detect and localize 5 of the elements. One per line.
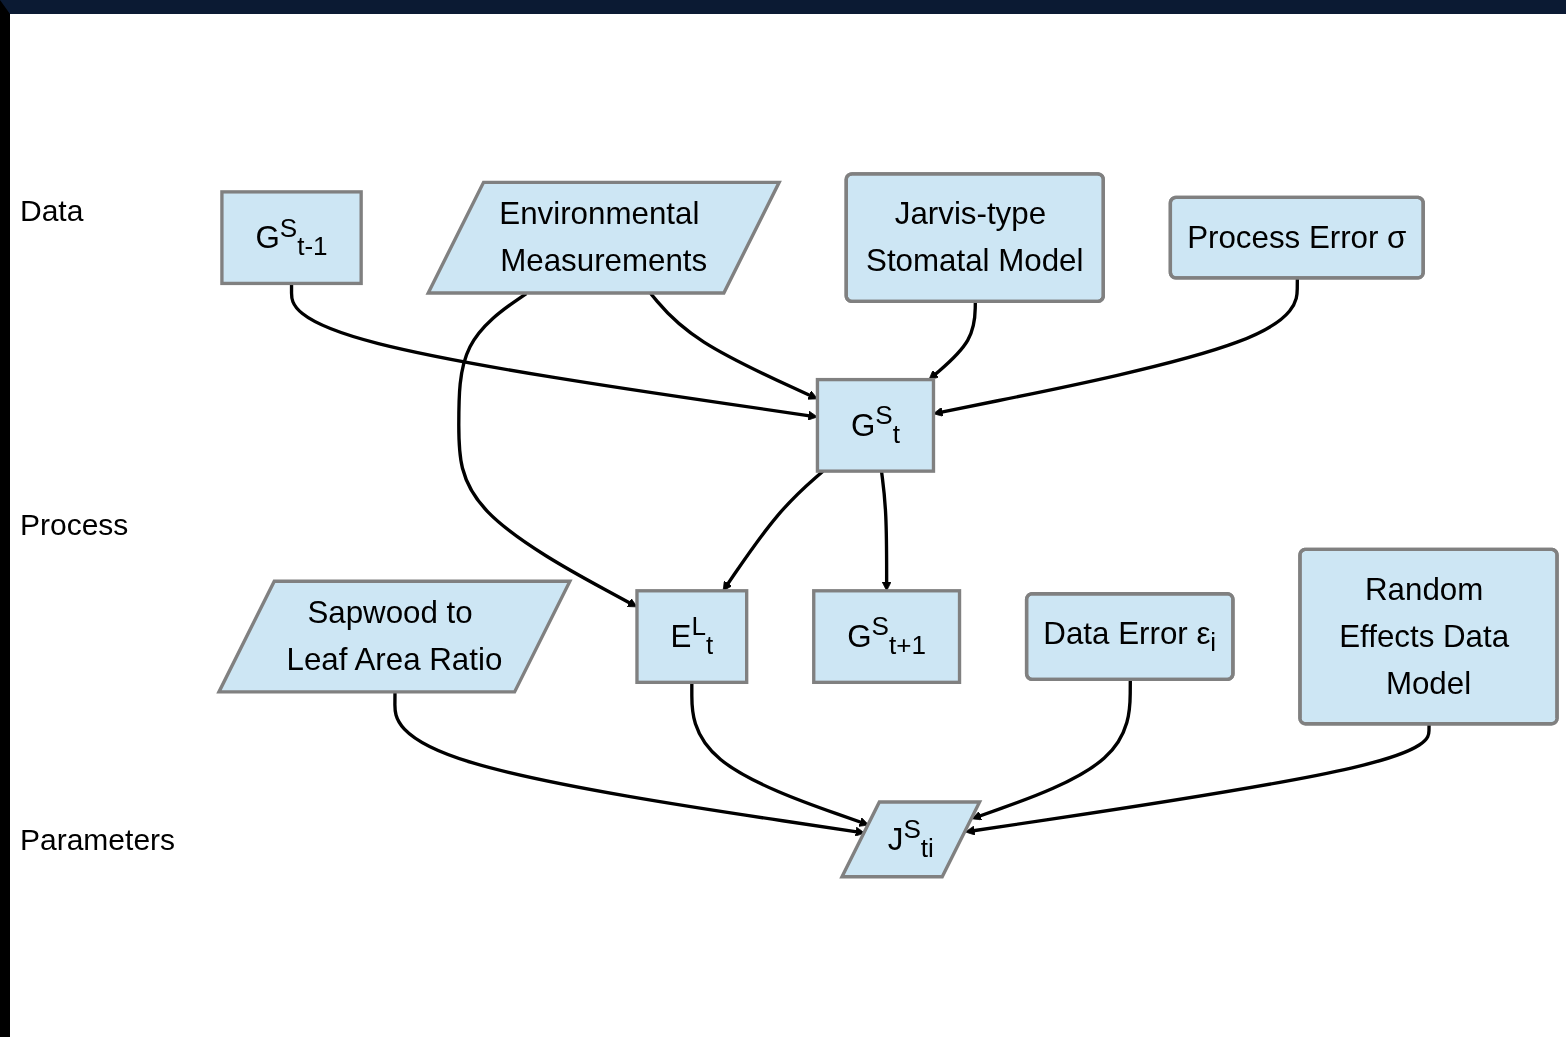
layer-label: Parameters bbox=[20, 822, 177, 857]
arrow bbox=[971, 680, 1132, 821]
arrow bbox=[928, 302, 977, 381]
layer-label: Data bbox=[20, 194, 85, 229]
layer-label: Process bbox=[20, 508, 130, 543]
